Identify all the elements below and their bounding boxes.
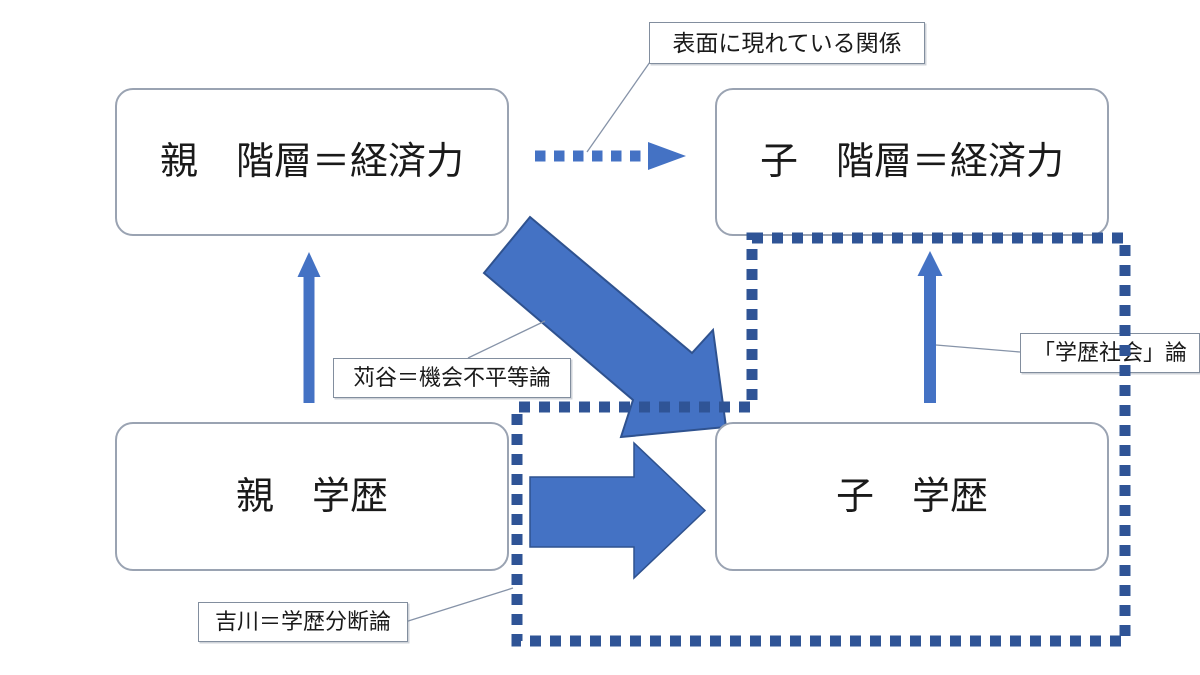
parent-education-to-class-up-arrow [297, 252, 321, 403]
gakureki-society-connector-line [935, 344, 1021, 353]
node-child-class-label: 子 階層＝経済力 [759, 141, 1064, 183]
education-transmission-horizontal-arrow [529, 441, 707, 580]
callout-kariya-theory: 苅谷＝機会不平等論 [333, 358, 571, 398]
callout-gakureki-society-theory: 「学歴社会」論 [1020, 333, 1200, 373]
callout-kariya-theory-label: 苅谷＝機会不平等論 [352, 365, 551, 390]
node-parent-class: 親 階層＝経済力 [115, 88, 509, 236]
callout-gakureki-society-theory-label: 「学歴社会」論 [1032, 340, 1187, 365]
callout-kikkawa-theory-label: 吉川＝学歴分断論 [214, 609, 391, 634]
surface-relation-connector-line [586, 61, 651, 153]
callout-surface-relation-label: 表面に現れている関係 [672, 29, 902, 56]
callout-surface-relation: 表面に現れている関係 [649, 22, 925, 64]
node-child-education: 子 学歴 [715, 422, 1109, 571]
node-parent-education: 親 学歴 [115, 422, 509, 571]
surface-relation-dotted-arrow-head [648, 142, 686, 170]
callout-kikkawa-theory: 吉川＝学歴分断論 [198, 602, 408, 642]
node-child-education-label: 子 学歴 [835, 475, 988, 518]
node-parent-education-label: 親 学歴 [235, 475, 388, 518]
node-child-class: 子 階層＝経済力 [715, 88, 1109, 236]
parent-class-to-child-education-diagonal-arrow [482, 215, 728, 439]
child-education-to-class-up-arrow [917, 251, 943, 403]
kikkawa-connector-line [404, 587, 514, 623]
kariya-connector-line [467, 320, 546, 359]
node-parent-class-label: 親 階層＝経済力 [159, 141, 464, 183]
